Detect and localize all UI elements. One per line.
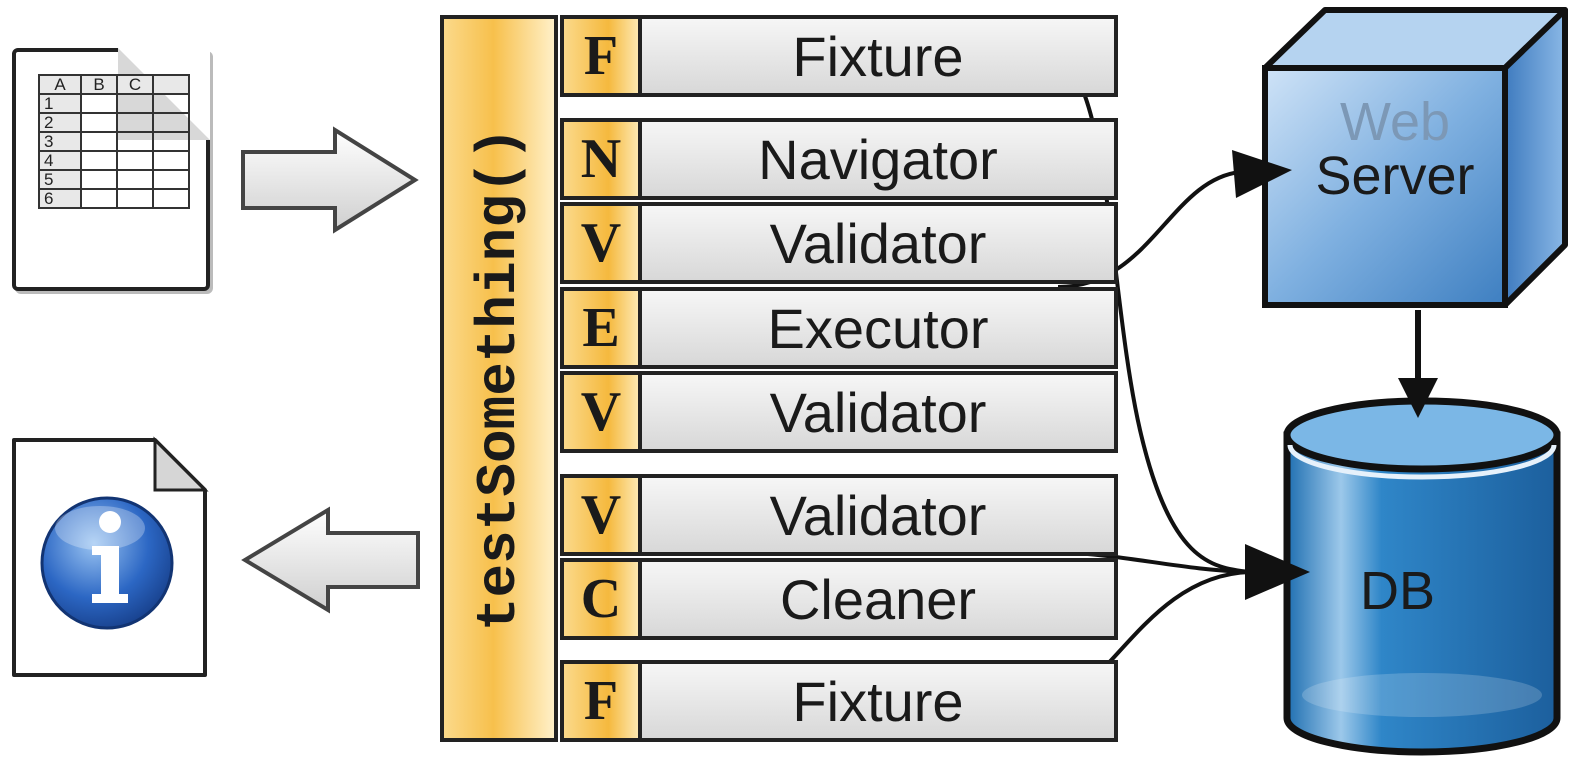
step-label: Cleaner	[642, 558, 1118, 640]
server-cube-icon	[1262, 7, 1568, 308]
test-method-name: testSomething()	[467, 126, 531, 631]
database-label: DB	[1360, 561, 1436, 621]
step-letter: C	[560, 558, 642, 640]
spreadsheet-icon: A B C 1 2 3 4 5 6	[12, 48, 210, 291]
info-document-icon	[12, 436, 209, 677]
step-letter: N	[560, 118, 642, 200]
sheet-column-header: C	[116, 74, 154, 95]
step-letter: E	[560, 287, 642, 369]
sheet-row-header: 5	[38, 169, 82, 190]
arrow-left-icon	[241, 506, 420, 614]
sheet-row-header: 6	[38, 188, 82, 209]
step-label: Executor	[642, 287, 1118, 369]
step-letter: F	[560, 660, 642, 742]
step-label: Navigator	[642, 118, 1118, 200]
sheet-row-header: 3	[38, 131, 82, 152]
step-label: Validator	[642, 371, 1118, 453]
step-label: Validator	[642, 474, 1118, 556]
step-label: Fixture	[642, 15, 1118, 97]
step-letter: V	[560, 474, 642, 556]
step-label: Validator	[642, 202, 1118, 284]
arrow-right-icon	[241, 126, 419, 234]
web-server-line2: Server	[1315, 146, 1475, 206]
test-method-column: testSomething()	[440, 15, 558, 742]
sheet-row-header: 1	[38, 93, 82, 114]
sheet-column-header: A	[38, 74, 82, 95]
web-server-label: Web Server	[1290, 95, 1500, 203]
step-letter: V	[560, 202, 642, 284]
step-letter: V	[560, 371, 642, 453]
sheet-column-header	[152, 74, 190, 95]
spreadsheet-grid: A B C 1 2 3 4 5 6	[38, 74, 190, 209]
step-letter: F	[560, 15, 642, 97]
database-cylinder-icon	[1283, 397, 1561, 756]
sheet-row-header: 4	[38, 150, 82, 171]
web-server-line1: Web	[1339, 92, 1451, 152]
sheet-row-header: 2	[38, 112, 82, 133]
sheet-column-header: B	[80, 74, 118, 95]
step-label: Fixture	[642, 660, 1118, 742]
